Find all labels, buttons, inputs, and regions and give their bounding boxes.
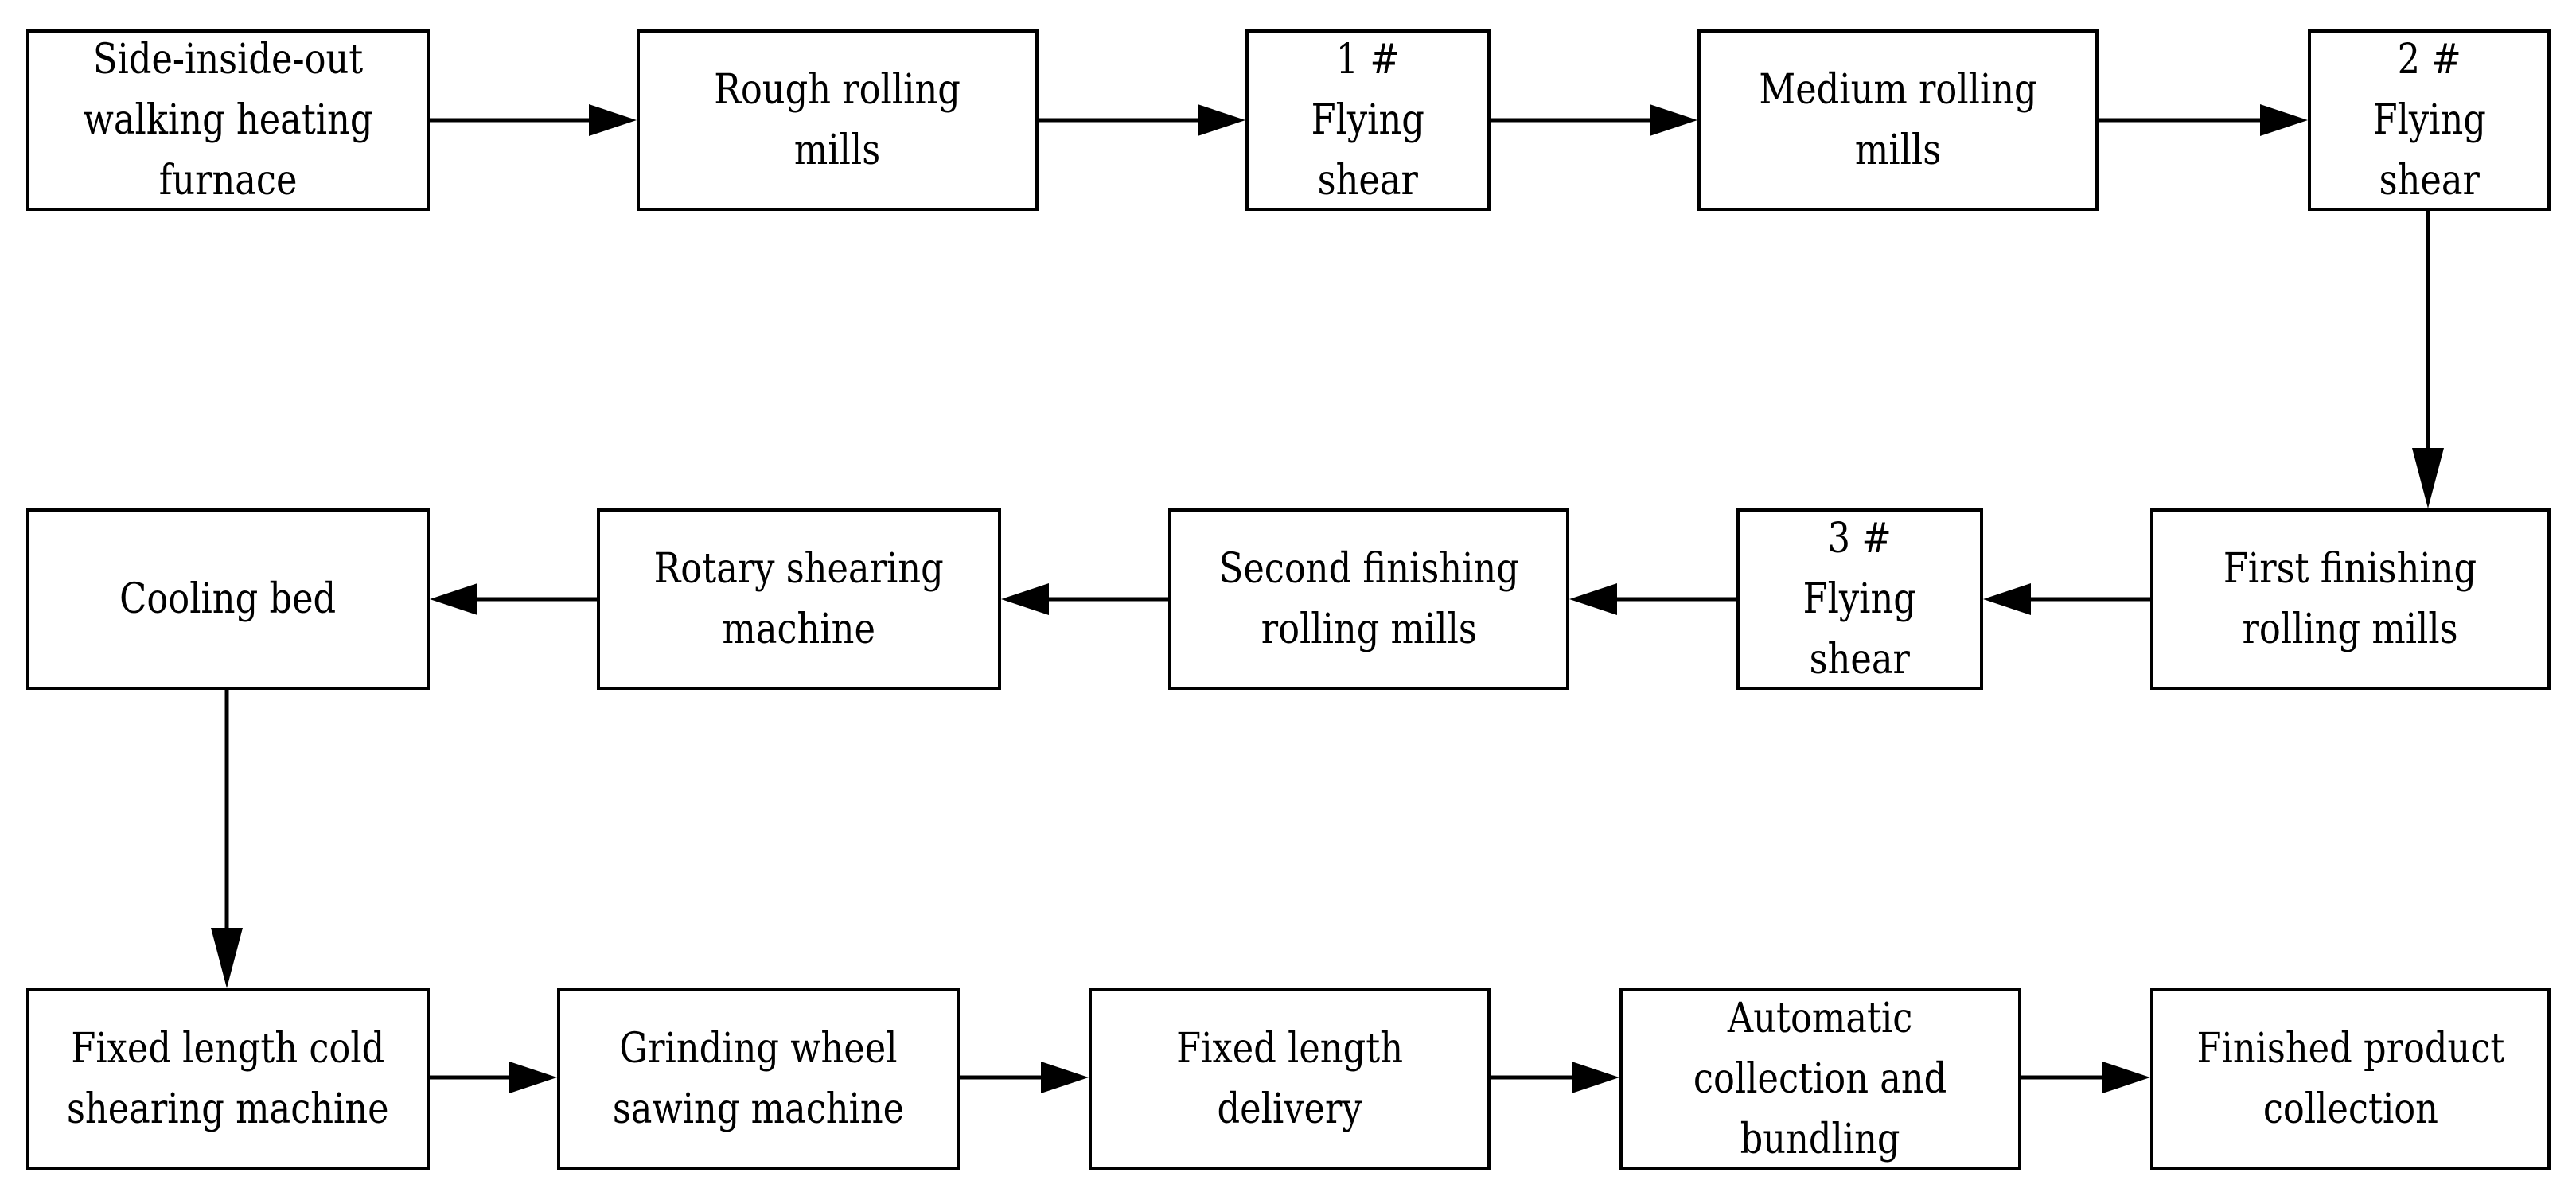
node-flying-shear-2: 2 # Flying shear xyxy=(2308,29,2551,211)
node-label: First finishing rolling mills xyxy=(2223,545,2477,653)
arrowhead-delivery xyxy=(1041,1062,1089,1093)
arrowhead-rotary xyxy=(1001,583,1049,615)
node-label: Fixed length delivery xyxy=(1176,1025,1403,1133)
arrowhead-cold-shear xyxy=(211,928,243,988)
node-label: Rotary shearing machine xyxy=(653,545,945,653)
node-cooling-bed: Cooling bed xyxy=(26,508,430,690)
node-second-finishing-rolling-mills: Second finishing rolling mills xyxy=(1168,508,1569,690)
arrowhead-fs2 xyxy=(2260,104,2308,136)
arrowhead-fs1 xyxy=(1198,104,1245,136)
arrowhead-first-finish xyxy=(2412,448,2444,508)
node-fixed-length-delivery: Fixed length delivery xyxy=(1089,988,1491,1170)
node-rough-rolling-mills: Rough rolling mills xyxy=(637,29,1039,211)
node-medium-rolling-mills: Medium rolling mills xyxy=(1697,29,2099,211)
node-fixed-length-cold-shearing-machine: Fixed length cold shearing machine xyxy=(26,988,430,1170)
node-grinding-wheel-sawing-machine: Grinding wheel sawing machine xyxy=(557,988,960,1170)
node-rotary-shearing-machine: Rotary shearing machine xyxy=(597,508,1001,690)
node-label: Automatic collection and bundling xyxy=(1693,995,1947,1163)
node-label: Side-inside-out walking heating furnace xyxy=(83,36,373,205)
arrowhead-auto xyxy=(1572,1062,1619,1093)
node-label: Medium rolling mills xyxy=(1759,66,2037,174)
node-label: 3 # Flying shear xyxy=(1802,515,1917,684)
node-finished-product-collection: Finished product collection xyxy=(2150,988,2551,1170)
node-first-finishing-rolling-mills: First finishing rolling mills xyxy=(2150,508,2551,690)
node-label: Cooling bed xyxy=(119,575,337,623)
node-label: Rough rolling mills xyxy=(714,66,961,174)
node-label: Finished product collection xyxy=(2196,1025,2504,1133)
node-label: Second finishing rolling mills xyxy=(1218,545,1519,653)
arrowhead-rough xyxy=(589,104,637,136)
arrowhead-grinding xyxy=(509,1062,557,1093)
node-label: 2 # Flying shear xyxy=(2372,36,2486,205)
arrowhead-cooling xyxy=(430,583,477,615)
node-label: Grinding wheel sawing machine xyxy=(612,1025,905,1133)
arrowhead-fs3 xyxy=(1983,583,2031,615)
arrowhead-second-finish xyxy=(1569,583,1617,615)
arrowhead-medium xyxy=(1650,104,1697,136)
arrowhead-finished xyxy=(2102,1062,2150,1093)
node-flying-shear-1: 1 # Flying shear xyxy=(1245,29,1491,211)
node-flying-shear-3: 3 # Flying shear xyxy=(1736,508,1983,690)
node-label: 1 # Flying shear xyxy=(1311,36,1425,205)
node-automatic-collection-bundling: Automatic collection and bundling xyxy=(1619,988,2021,1170)
node-heating-furnace: Side-inside-out walking heating furnace xyxy=(26,29,430,211)
node-label: Fixed length cold shearing machine xyxy=(67,1025,389,1133)
